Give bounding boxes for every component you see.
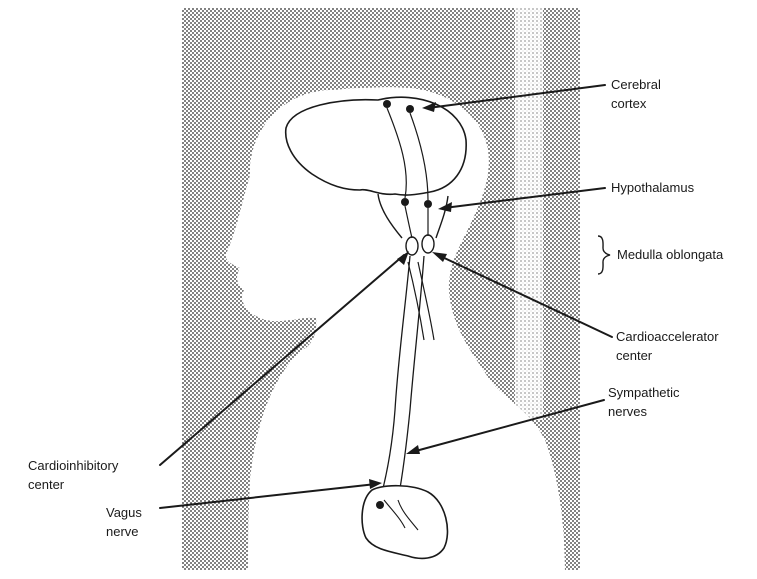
label-hypothalamus: Hypothalamus — [611, 178, 694, 197]
cortex-dot-right — [406, 105, 414, 113]
label-medulla-oblongata: Medulla oblongata — [617, 245, 723, 264]
label-cardioinhibitory-line2: center — [28, 475, 64, 494]
label-cerebral-cortex-line2: cortex — [611, 94, 646, 113]
label-cardioinhibitory-line1: Cardioinhibitory — [28, 456, 118, 475]
light-band — [515, 8, 543, 420]
label-cardioaccelerator-line1: Cardioaccelerator — [616, 327, 719, 346]
heart-dot — [376, 501, 384, 509]
label-vagus-line1: Vagus — [106, 503, 142, 522]
hypothalamus-dot-left — [401, 198, 409, 206]
label-cardioaccelerator-line2: center — [616, 346, 652, 365]
medulla-brace — [598, 236, 610, 274]
hypothalamus-dot-right — [424, 200, 432, 208]
label-vagus-line2: nerve — [106, 522, 139, 541]
cortex-dot-left — [383, 100, 391, 108]
label-sympathetic-line2: nerves — [608, 402, 647, 421]
label-sympathetic-line1: Sympathetic — [608, 383, 680, 402]
label-cerebral-cortex-line1: Cerebral — [611, 75, 661, 94]
